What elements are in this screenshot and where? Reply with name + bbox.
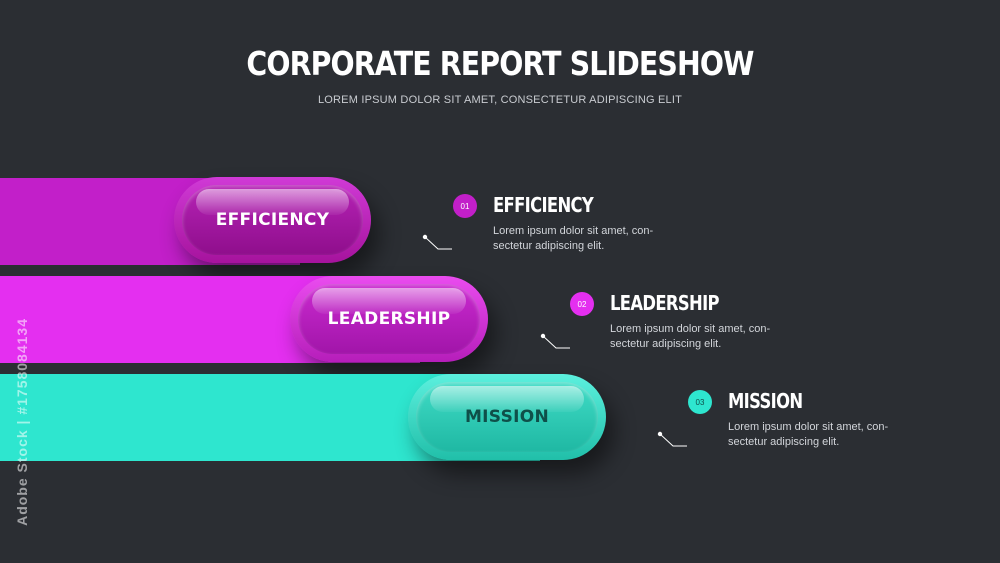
description-line: Lorem ipsum dolor sit amet, con- — [610, 323, 771, 335]
description-efficiency: Lorem ipsum dolor sit amet, con- sectetu… — [493, 224, 663, 254]
pill-efficiency: EFFICIENCY — [174, 177, 371, 263]
connector-mission — [657, 431, 687, 447]
watermark: Adobe Stock | #1758084134 — [14, 318, 30, 526]
pill-label-leadership: LEADERSHIP — [327, 309, 451, 329]
connector-efficiency — [422, 234, 452, 250]
number-badge-1: 01 — [453, 194, 477, 218]
description-line: sectetur adipiscing elit. — [728, 436, 840, 448]
description-line: Lorem ipsum dolor sit amet, con- — [728, 421, 889, 433]
page-subtitle: LOREM IPSUM DOLOR SIT AMET, CONSECTETUR … — [317, 94, 683, 106]
heading-mission: MISSION — [728, 389, 803, 413]
description-leadership: Lorem ipsum dolor sit amet, con- sectetu… — [610, 322, 780, 352]
heading-efficiency: EFFICIENCY — [493, 193, 594, 217]
description-line: sectetur adipiscing elit. — [610, 338, 722, 350]
pill-label-efficiency: EFFICIENCY — [215, 210, 330, 230]
description-line: sectetur adipiscing elit. — [493, 240, 605, 252]
pill-leadership: LEADERSHIP — [290, 276, 488, 362]
description-line: Lorem ipsum dolor sit amet, con- — [493, 225, 654, 237]
number-badge-2: 02 — [570, 292, 594, 316]
pill-label-mission: MISSION — [464, 407, 550, 427]
connector-leadership — [540, 333, 570, 349]
number-badge-3: 03 — [688, 390, 712, 414]
pill-mission: MISSION — [408, 374, 606, 460]
description-mission: Lorem ipsum dolor sit amet, con- sectetu… — [728, 420, 898, 450]
heading-leadership: LEADERSHIP — [610, 291, 720, 315]
page-title: CORPORATE REPORT SLIDESHOW — [246, 44, 754, 83]
